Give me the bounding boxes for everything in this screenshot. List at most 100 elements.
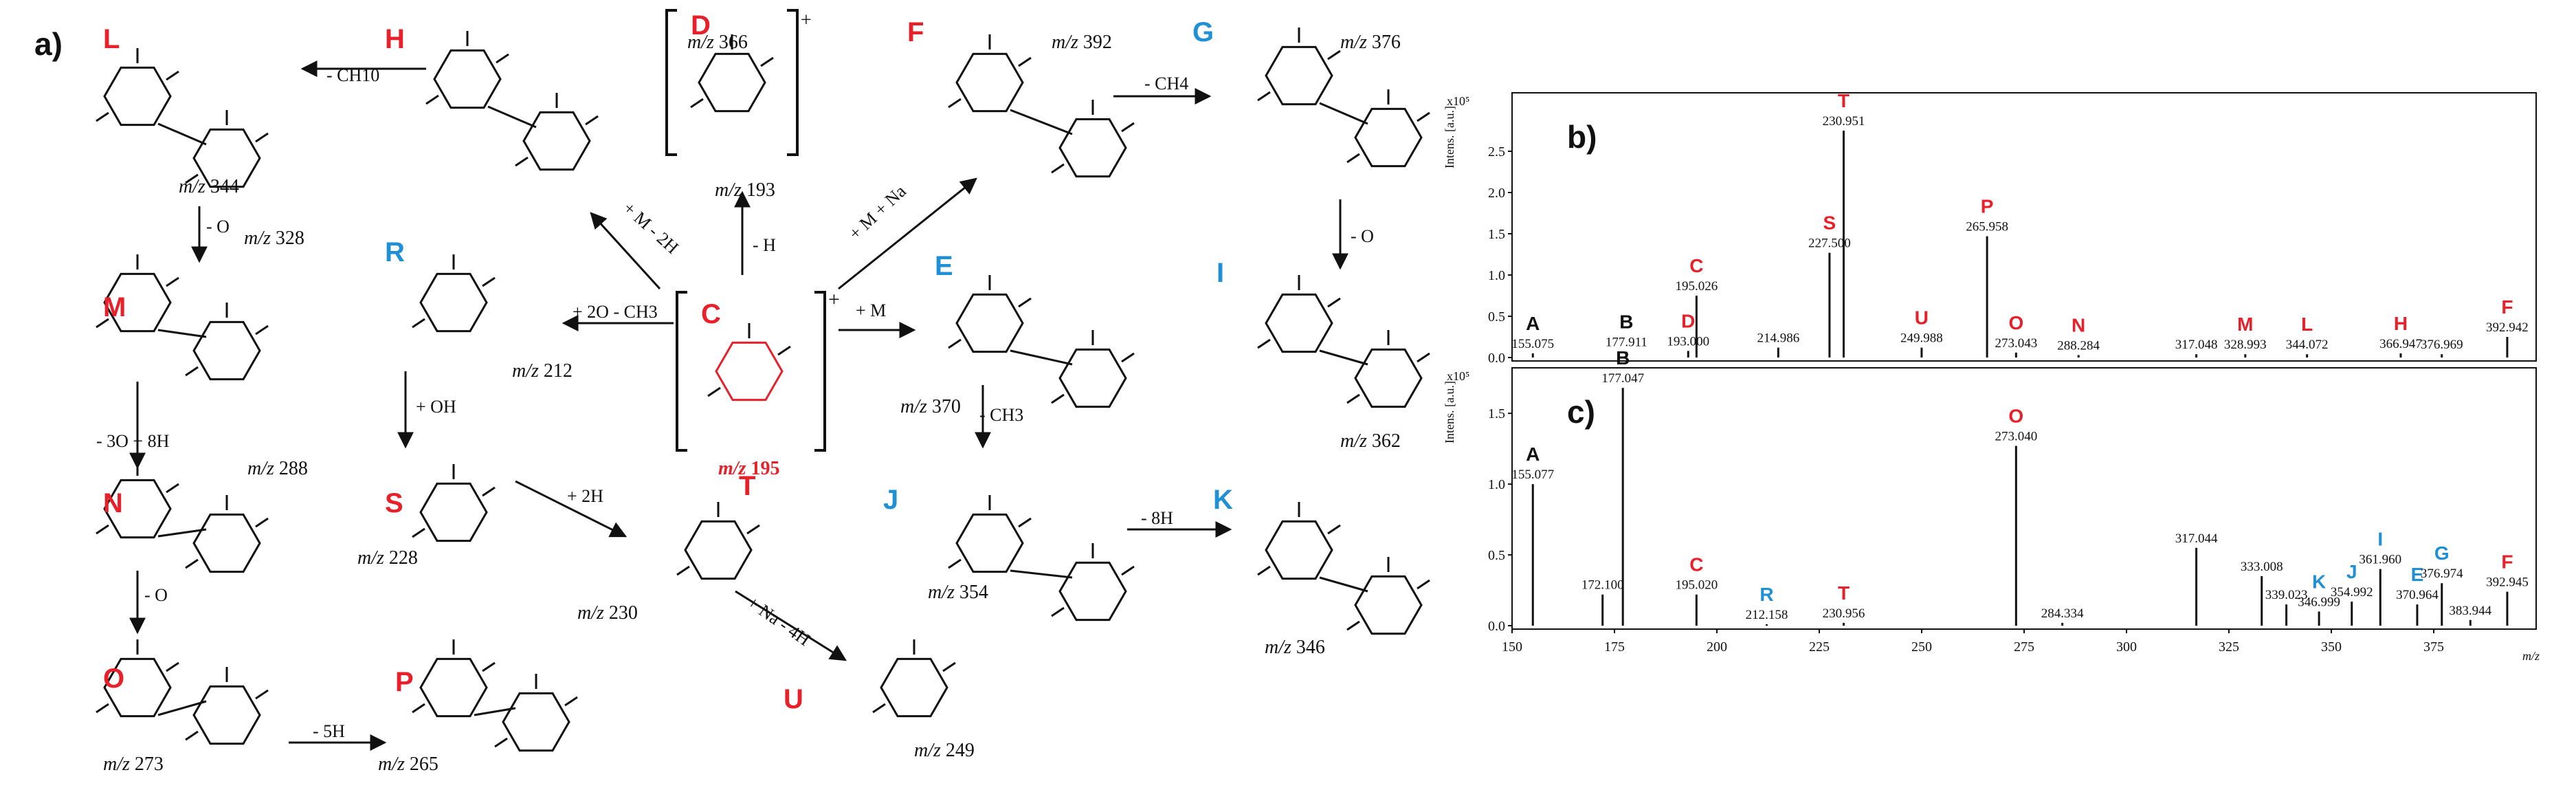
peak-value-label: 177.047 bbox=[1601, 371, 1644, 386]
peak-value-label: 317.048 bbox=[2175, 338, 2218, 352]
arrow-label-h-to-l: - CH10 bbox=[326, 65, 379, 85]
peak-letter-f: F bbox=[2501, 296, 2513, 318]
peak-letter-f: F bbox=[2501, 551, 2513, 573]
y-tick-label: 1.5 bbox=[1488, 406, 1505, 421]
peak-letter-l: L bbox=[2301, 314, 2313, 335]
arrow-label-c-to-r: + 2O - CH3 bbox=[573, 302, 658, 322]
compound-mz-l: m/z 344 bbox=[179, 176, 239, 197]
compound-mz-g: m/z 376 bbox=[1340, 32, 1401, 53]
compound-letter-o: O bbox=[103, 663, 124, 694]
peak-letter-r: R bbox=[1759, 584, 1773, 605]
y-tick-label: 1.5 bbox=[1488, 227, 1505, 242]
peak-letter-p: P bbox=[1981, 196, 1994, 217]
arrow-label-o-to-p: - 5H bbox=[313, 721, 345, 741]
y-axis-label: Intens. [a.u.] bbox=[1443, 106, 1456, 168]
peak-letter-b: B bbox=[1619, 311, 1633, 333]
compound-mz-s: m/z 228 bbox=[357, 547, 418, 569]
compound-mz-i: m/z 362 bbox=[1340, 430, 1401, 452]
compound-letter-i: I bbox=[1217, 258, 1224, 288]
peak-value-label: 370.964 bbox=[2396, 588, 2439, 602]
peak-letter-c: C bbox=[1689, 554, 1703, 575]
peak-value-label: 227.500 bbox=[1808, 237, 1851, 251]
arrow-label-n-to-o: - O bbox=[144, 585, 168, 605]
peak-value-label: 249.988 bbox=[1900, 331, 1943, 346]
d-charge: + bbox=[801, 10, 812, 31]
compound-mz-f: m/z 392 bbox=[1052, 32, 1112, 53]
peak-value-label: 392.942 bbox=[2486, 320, 2529, 335]
peak-value-label: 361.960 bbox=[2359, 553, 2401, 567]
peak-value-label: 376.974 bbox=[2421, 567, 2463, 581]
peak-value-label: 195.026 bbox=[1675, 279, 1718, 294]
compound-mz-j: m/z 354 bbox=[928, 582, 988, 603]
compound-letter-s: S bbox=[385, 488, 403, 518]
peak-letter-d: D bbox=[1681, 310, 1695, 331]
peak-value-label: 317.044 bbox=[2175, 531, 2218, 546]
peak-value-label: 177.911 bbox=[1606, 336, 1647, 350]
peak-value-label: 273.040 bbox=[1995, 430, 2037, 444]
peak-letter-s: S bbox=[1823, 212, 1836, 234]
peak-value-label: 214.986 bbox=[1757, 331, 1799, 346]
x-tick-label: 225 bbox=[1809, 639, 1830, 655]
y-tick-label: 0.0 bbox=[1488, 351, 1505, 366]
peak-value-label: 376.969 bbox=[2421, 338, 2463, 352]
y-tick-label: 2.0 bbox=[1488, 186, 1505, 201]
compound-letter-n: N bbox=[103, 488, 123, 518]
compound-letter-h: H bbox=[385, 24, 405, 54]
peak-letter-o: O bbox=[2008, 312, 2023, 333]
panel-label-a: a) bbox=[34, 26, 63, 62]
compound-mz-c: m/z 195 bbox=[718, 458, 779, 479]
peak-value-label: 366.947 bbox=[2379, 337, 2422, 351]
x-tick-label: 375 bbox=[2423, 639, 2444, 655]
peak-letter-m: M bbox=[2237, 314, 2253, 335]
x-axis-label: m/z bbox=[2522, 649, 2540, 663]
arrow-label-r-to-s: + OH bbox=[416, 397, 456, 417]
x-tick-label: 350 bbox=[2321, 639, 2342, 655]
compound-letter-p: P bbox=[395, 667, 414, 697]
peak-letter-c: C bbox=[1689, 255, 1703, 276]
arrow-label-c-to-d: - H bbox=[753, 235, 776, 255]
x-tick-label: 200 bbox=[1707, 639, 1727, 655]
compound-letter-f: F bbox=[907, 17, 924, 47]
compound-mz-r: m/z 212 bbox=[512, 360, 573, 382]
compound-letter-e: E bbox=[935, 251, 953, 281]
y-multiplier: x10⁵ bbox=[1447, 369, 1469, 383]
x-tick-label: 175 bbox=[1604, 639, 1625, 655]
peak-value-label: 155.077 bbox=[1511, 468, 1554, 482]
center-charge: + bbox=[828, 288, 840, 311]
peak-value-label: 212.158 bbox=[1746, 608, 1788, 622]
y-tick-label: 0.0 bbox=[1488, 619, 1505, 634]
compound-mz-d: m/z 193 bbox=[715, 179, 775, 201]
peak-value-label: 230.956 bbox=[1823, 606, 1865, 621]
peak-value-label: 288.284 bbox=[2057, 338, 2100, 353]
peak-letter-n: N bbox=[2072, 314, 2085, 336]
arrow-label-e-to-j: - CH3 bbox=[979, 405, 1023, 425]
y-tick-label: 1.0 bbox=[1488, 477, 1505, 492]
peak-letter-u: U bbox=[1915, 307, 1929, 329]
arrow-label-l-to-m: - O bbox=[206, 217, 230, 237]
panel-label-b: b) bbox=[1567, 119, 1597, 155]
compound-mz-t: m/z 230 bbox=[577, 602, 638, 624]
arrow-label-s-to-t: + 2H bbox=[567, 486, 603, 506]
y-tick-label: 2.5 bbox=[1488, 144, 1505, 160]
peak-value-label: 195.020 bbox=[1675, 578, 1718, 593]
x-tick-label: 150 bbox=[1502, 639, 1522, 655]
y-tick-label: 0.5 bbox=[1488, 548, 1505, 563]
center-bracket bbox=[665, 9, 826, 452]
peak-letter-i: I bbox=[2377, 529, 2383, 550]
compound-mz-p: m/z 265 bbox=[378, 754, 438, 775]
compound-letter-k: K bbox=[1213, 485, 1233, 515]
y-tick-label: 1.0 bbox=[1488, 268, 1505, 283]
compound-mz-h: m/z 366 bbox=[687, 32, 748, 53]
arrow-label-c-to-e: + M bbox=[856, 300, 886, 320]
compound-letter-r: R bbox=[385, 237, 405, 267]
peak-letter-t: T bbox=[1838, 90, 1850, 111]
y-axis-label: Intens. [a.u.] bbox=[1443, 381, 1456, 443]
peak-letter-a: A bbox=[1526, 313, 1540, 334]
arrow-label-g-to-i: - O bbox=[1351, 226, 1374, 246]
compound-mz-m: m/z 328 bbox=[244, 228, 304, 249]
peak-value-label: 354.992 bbox=[2331, 585, 2373, 600]
peak-letter-e: E bbox=[2411, 564, 2424, 585]
compound-letter-c: C bbox=[701, 299, 721, 329]
